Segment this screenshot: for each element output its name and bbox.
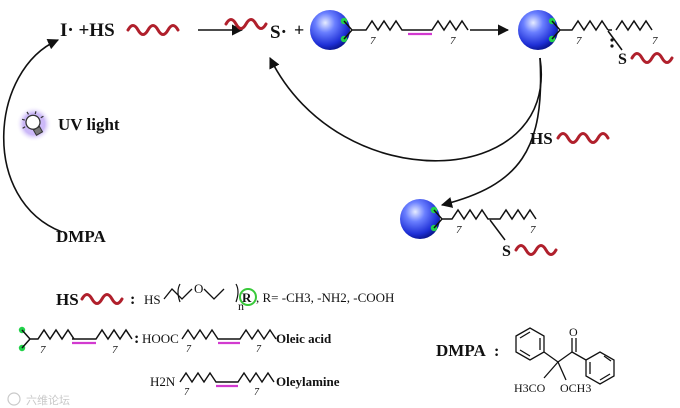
adduct-wave	[630, 52, 674, 64]
oleic-chain	[181, 328, 277, 341]
peg-n: n	[238, 299, 244, 313]
arrow-to-final	[440, 57, 542, 208]
hooc-label: HOOC	[142, 331, 179, 346]
legend-thiol-label: HS	[56, 290, 79, 309]
chain-subscript: 7	[184, 387, 190, 398]
dmpa-title: DMPA	[436, 341, 486, 360]
chain-subscript: 7	[456, 224, 462, 236]
dmpa-colon: :	[494, 343, 499, 360]
legend-colon: :	[130, 291, 135, 308]
chain-subscript: 7	[112, 344, 118, 356]
plus-sign: +	[294, 20, 304, 40]
oleic-acid-label: Oleic acid	[276, 331, 332, 346]
legend-thiol-wave	[80, 293, 124, 305]
peg-chain	[163, 288, 225, 300]
s-bond	[489, 219, 506, 241]
chain-subscript: 7	[186, 344, 192, 355]
dmpa-label: DMPA	[56, 227, 106, 246]
s-bond	[607, 30, 623, 51]
h3co-label: H3CO	[514, 381, 546, 395]
hs-transfer-wave	[556, 132, 610, 144]
chain-subscript: 7	[530, 224, 536, 236]
chain-subscript: 7	[450, 35, 456, 47]
dmpa-oxygen: O	[569, 325, 578, 339]
r-circle	[239, 288, 257, 306]
chain-subscript: 7	[40, 344, 46, 356]
oleylamine-chain	[179, 371, 275, 384]
adduct-chain	[551, 19, 653, 40]
h2n-label: H2N	[150, 374, 176, 389]
cycle-arrow-uv	[2, 38, 63, 233]
och3-label: OCH3	[560, 381, 591, 395]
oleylamine-label: Oleylamine	[276, 374, 340, 389]
radical-dot	[610, 44, 614, 48]
hs-transfer-label: HS	[530, 129, 553, 148]
legend-colon: :	[134, 330, 139, 347]
uv-light-label: UV light	[58, 115, 120, 134]
initiator-text: I· +HS	[60, 20, 115, 41]
thiyl-radical-text: S·	[270, 22, 287, 43]
product-wave	[514, 244, 558, 256]
radical-dot	[610, 38, 614, 42]
watermark-text: 六维论坛	[26, 393, 70, 407]
r-definition: , R= -CH3, -NH2, -COOH	[256, 290, 394, 305]
peg-hs: HS	[144, 292, 161, 307]
sulfur-label: S	[502, 243, 511, 260]
dmpa-structure	[515, 327, 615, 385]
nanoparticle-1	[310, 10, 350, 50]
chain-subscript: 7	[370, 35, 376, 47]
sulfur-label: S	[618, 51, 627, 68]
legend-ligand-chain	[21, 328, 133, 349]
chain-transfer-arrow	[269, 56, 543, 162]
bulb-icon	[21, 111, 44, 136]
chain-subscript: 7	[652, 35, 658, 47]
r-letter: R	[242, 290, 252, 305]
chain-subscript: 7	[254, 387, 260, 398]
chain-subscript: 7	[576, 35, 582, 47]
nanoparticle-2	[518, 10, 558, 50]
nanoparticle-product	[400, 199, 440, 239]
oleate-chain	[343, 19, 469, 40]
product-chain	[433, 208, 537, 229]
chain-subscript: 7	[256, 344, 262, 355]
watermark-logo-icon	[7, 392, 21, 406]
thiyl-wave	[224, 18, 268, 30]
thiol-wave	[126, 24, 180, 36]
peg-oxygen: O	[194, 281, 203, 296]
peg-bracket	[177, 283, 239, 303]
